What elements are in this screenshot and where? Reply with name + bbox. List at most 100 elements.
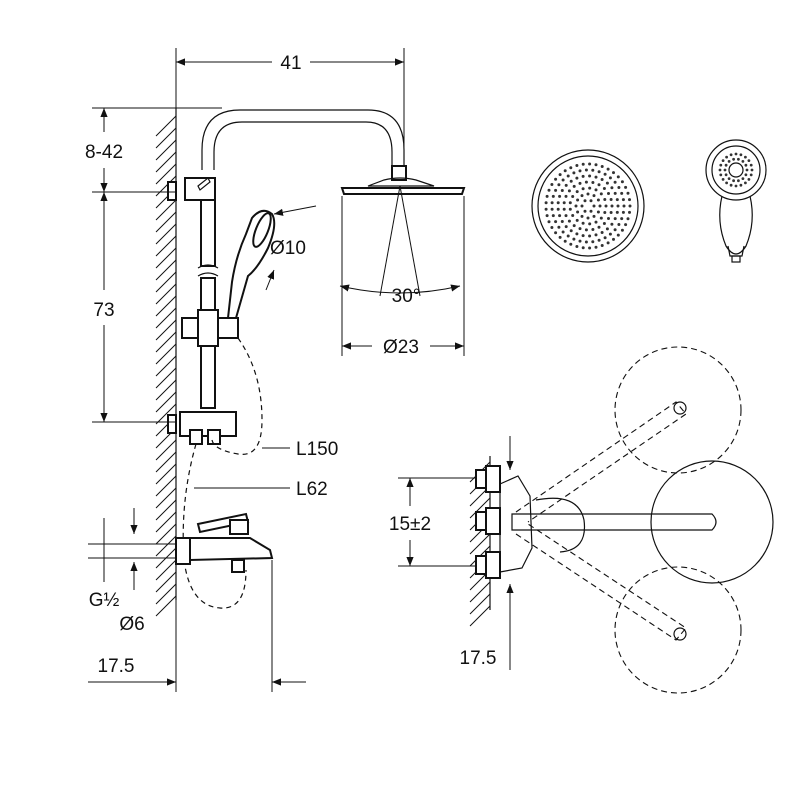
nozzle-dot	[622, 204, 626, 208]
wall-hatch-line	[155, 235, 177, 257]
shower-riser-assembly	[167, 109, 405, 445]
wall-hatch-line	[155, 451, 177, 473]
wall-hatch-line	[469, 605, 491, 627]
nozzle-dot	[744, 155, 747, 159]
nozzle-dot	[554, 231, 558, 235]
nozzle-dot	[581, 187, 585, 191]
wall-hatch-line	[155, 295, 177, 317]
nozzle-dot	[729, 183, 733, 187]
nozzle-dot	[727, 177, 731, 181]
nozzle-dot	[603, 172, 607, 176]
nozzle-dot	[591, 228, 595, 231]
nozzle-dot	[600, 165, 604, 168]
nozzle-dot	[597, 225, 601, 229]
nozzle-dot	[588, 174, 592, 178]
nozzle-dot	[571, 214, 575, 217]
nozzle-dot	[550, 201, 554, 205]
nozzle-dot	[568, 201, 572, 205]
wall-hatch-line	[155, 175, 177, 197]
nozzle-dot	[576, 210, 580, 214]
nozzle-dot	[628, 204, 632, 208]
wall-hatch-line	[155, 331, 177, 353]
nozzle-dot	[545, 194, 549, 198]
hand-shower-side	[226, 209, 276, 319]
nozzle-dot	[620, 228, 624, 232]
wall-hatch-line	[155, 127, 177, 149]
nozzle-dot	[744, 181, 747, 185]
nozzle-dot	[609, 211, 613, 214]
nozzle-dot	[744, 173, 748, 177]
nozzle-dot	[721, 159, 725, 163]
nozzle-dot	[620, 180, 624, 184]
nozzle-dot	[597, 238, 601, 242]
nozzle-dot	[613, 191, 617, 195]
nozzle-dot	[562, 207, 566, 211]
nozzle-dot	[725, 181, 728, 185]
wall-hatch-line	[155, 307, 177, 329]
nozzle-dot	[554, 220, 558, 224]
nozzle-dot	[561, 230, 565, 234]
nozzle-dot	[557, 225, 561, 229]
nozzle-dot	[575, 245, 579, 248]
nozzle-dot	[732, 179, 735, 183]
nozzle-dot	[610, 222, 614, 226]
wall-offset-left-label: 17.5	[98, 656, 135, 677]
nozzle-dot	[581, 221, 585, 225]
nozzle-dot	[583, 209, 587, 213]
nozzle-dot	[734, 152, 738, 156]
wall-section-left	[155, 108, 177, 617]
nozzle-dot	[560, 220, 564, 223]
wall-hatch-line	[155, 355, 177, 377]
nozzle-dot	[581, 246, 585, 250]
wall-hatch-line	[155, 163, 177, 185]
nozzle-dot	[588, 234, 592, 238]
nozzle-dot	[600, 231, 604, 234]
nozzle-dot	[626, 191, 630, 195]
nozzle-dot	[563, 169, 567, 173]
nozzle-dot	[608, 176, 612, 180]
nozzle-dot	[572, 184, 576, 188]
nozzle-dot	[741, 160, 745, 163]
dim-overhead-diameter-label: Ø23	[383, 337, 419, 358]
wall-hatch-line	[469, 533, 491, 555]
dimension-wall-offset-left: 17.5	[88, 560, 306, 692]
nozzle-dot	[557, 183, 561, 187]
nozzle-dot	[603, 236, 607, 240]
nozzle-dot	[592, 214, 596, 218]
nozzle-dot	[723, 168, 727, 172]
nozzle-dot	[558, 214, 562, 218]
nozzle-dot	[576, 198, 580, 202]
nozzle-dot	[749, 163, 753, 167]
wall-hatch-line	[155, 139, 177, 161]
nozzle-dot	[612, 171, 615, 175]
nozzle-dot	[747, 178, 751, 181]
nozzle-dot	[628, 210, 631, 214]
wall-hatch-line	[155, 259, 177, 281]
wall-hatch-line	[155, 199, 177, 221]
wall-hatch-line	[155, 511, 177, 533]
wall-hatch-line	[469, 581, 491, 603]
nozzle-dot	[620, 217, 624, 221]
nozzle-dot	[594, 245, 598, 249]
wall-hatch-line	[155, 535, 177, 557]
nozzle-dot	[741, 177, 745, 181]
nozzle-dot	[578, 181, 582, 185]
dimension-overhead-diameter: Ø23	[341, 196, 465, 358]
dim-rail-height-label: 73	[93, 300, 114, 321]
nozzle-dot	[747, 159, 751, 163]
nozzle-dot	[739, 183, 743, 187]
nozzle-dot	[719, 163, 723, 167]
nozzle-dot	[725, 155, 728, 159]
nozzle-dot	[556, 201, 560, 205]
nozzle-dot	[613, 217, 617, 221]
nozzle-dot	[621, 210, 625, 214]
nozzle-dot	[749, 173, 753, 177]
nozzle-dot	[558, 173, 562, 177]
pipe-diameter-label: Ø6	[119, 614, 144, 635]
wall-hatch-line	[155, 487, 177, 509]
nozzle-dot	[598, 204, 602, 208]
nozzle-dot	[739, 153, 743, 157]
nozzle-dot	[616, 175, 620, 179]
nozzle-dot	[575, 218, 579, 222]
